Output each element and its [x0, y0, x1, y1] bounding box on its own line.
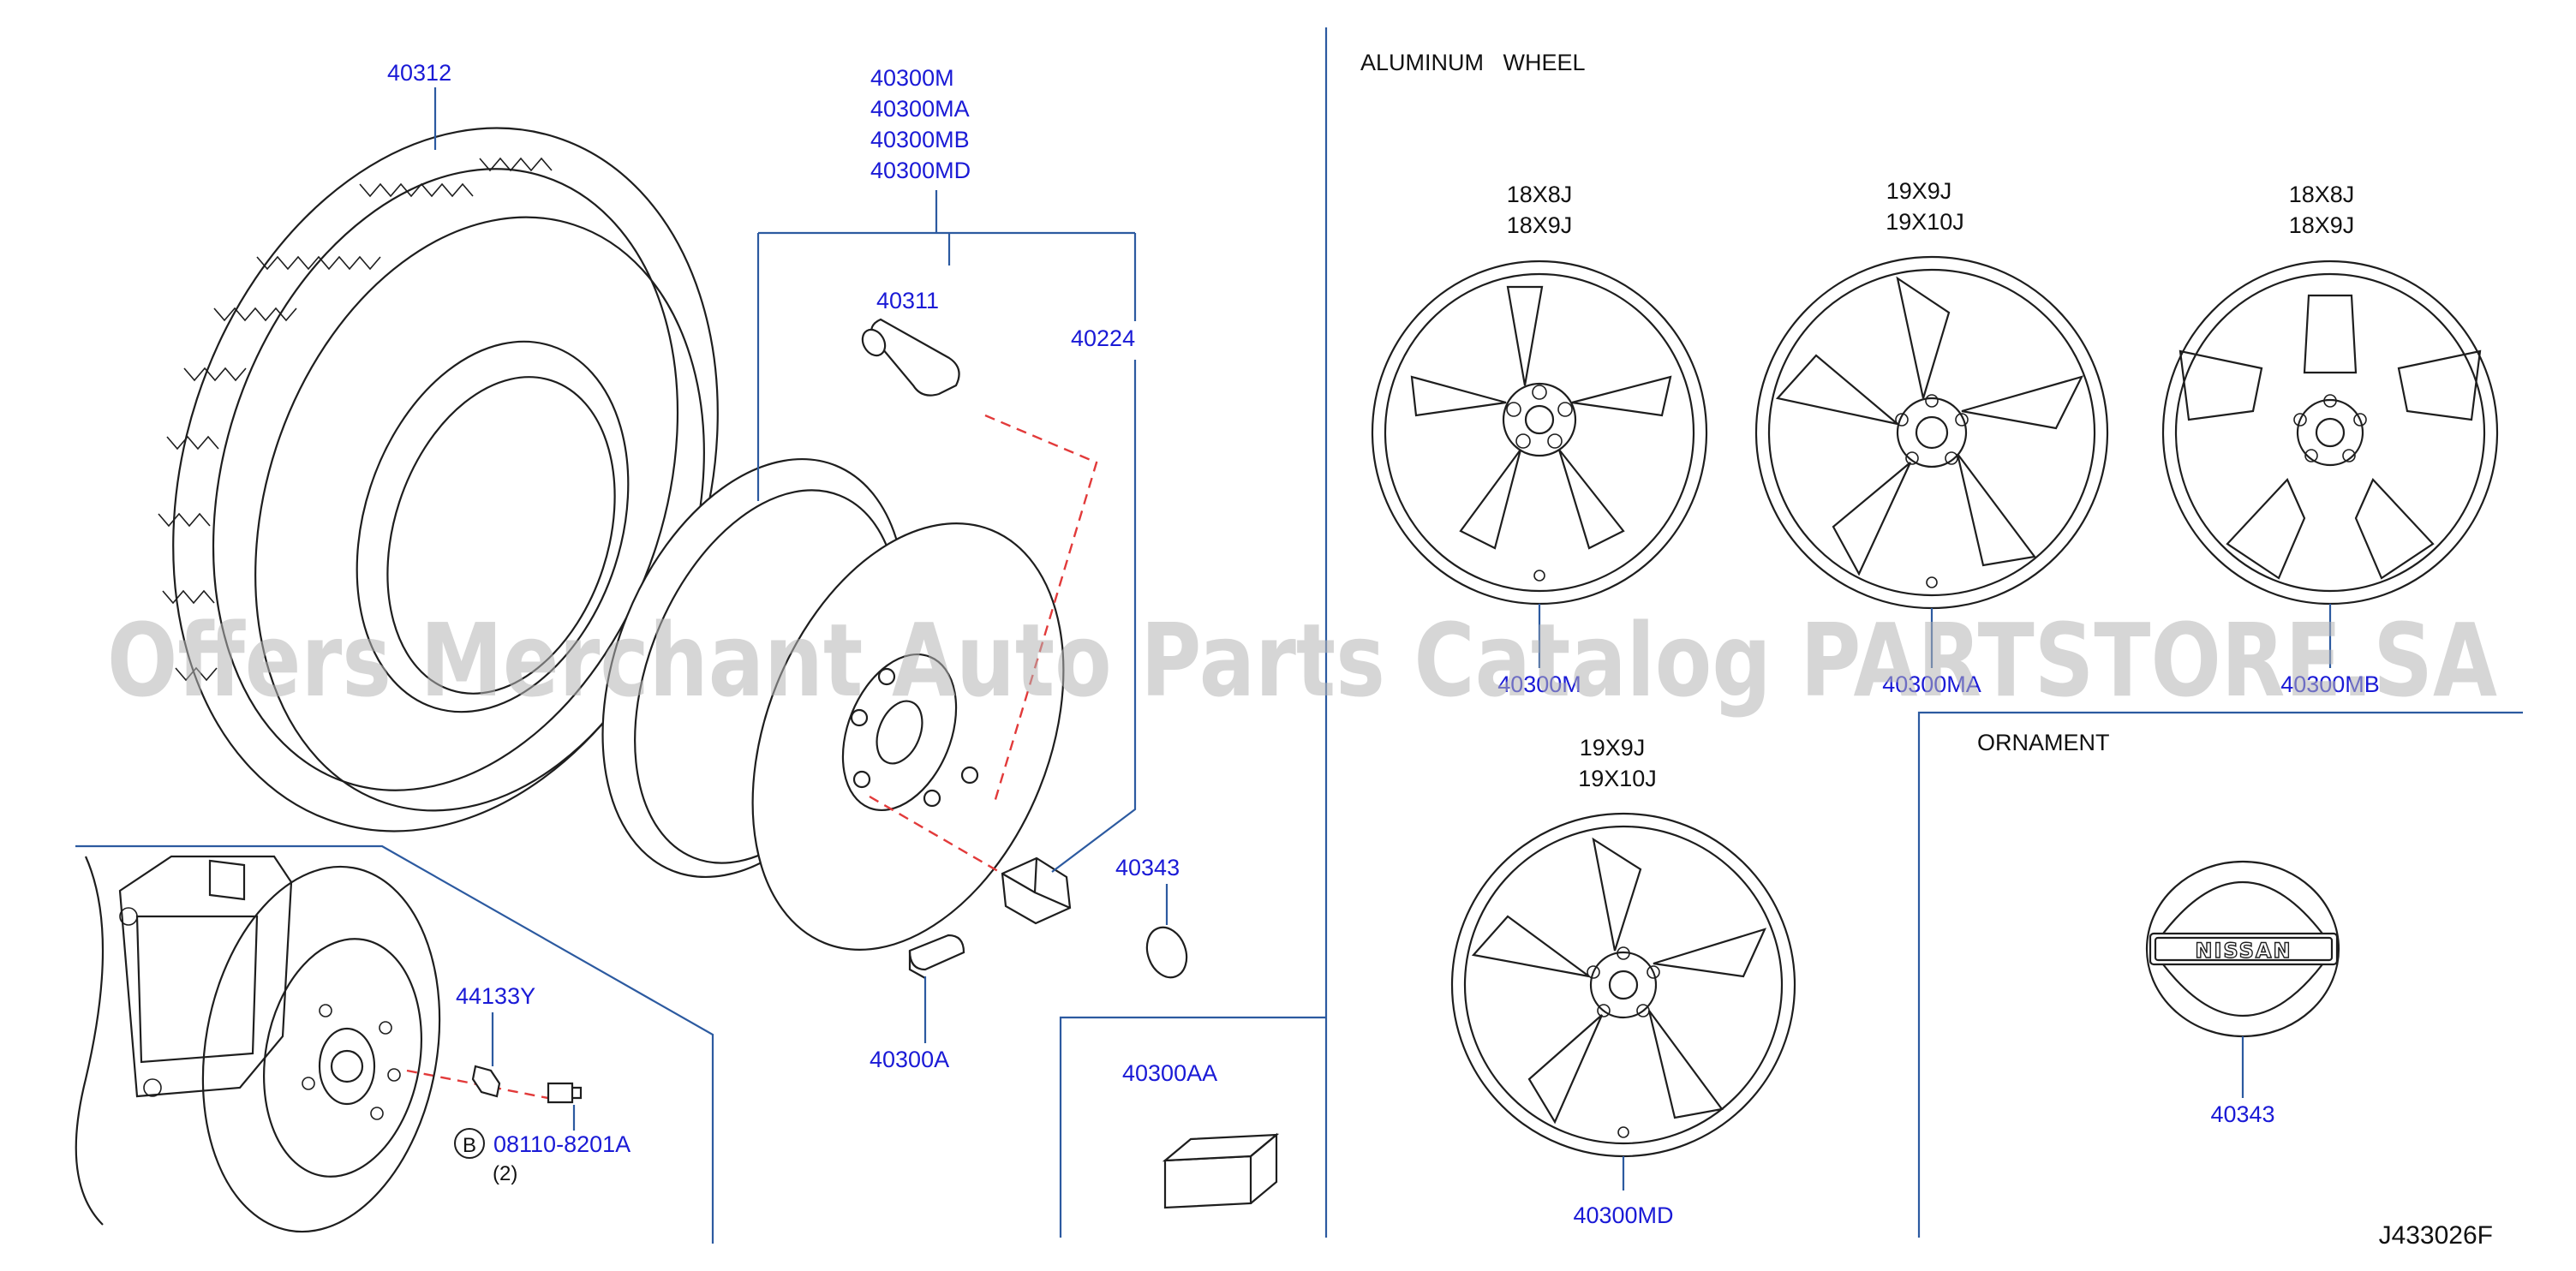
watermark-text: Offers Merchant Auto Parts Catalog PARTS… — [107, 601, 2497, 719]
leader-lines — [433, 87, 2332, 1190]
wheel-mb-size-1: 18X9J — [2289, 212, 2355, 238]
weight-pack-part-number[interactable]: 40300AA — [1122, 1060, 1217, 1086]
wheel-40300mb-drawing — [2161, 260, 2499, 606]
wheel-nut-part-number[interactable]: 40224 — [1071, 325, 1135, 351]
balance-weight-drawing — [908, 934, 965, 979]
wheel-m-part-number[interactable]: 40300M — [1497, 671, 1581, 697]
balance-weight-part-number[interactable]: 40300A — [870, 1047, 949, 1072]
nissan-logo-text: NISSAN — [2195, 939, 2292, 963]
wheel-ma-size-1: 19X10J — [1886, 209, 1964, 235]
wheel-40300md-drawing — [1450, 812, 1796, 1158]
bolt-callout-circle — [454, 1128, 485, 1159]
ornament-emblem-drawing: NISSAN — [2145, 860, 2340, 1038]
wheel-md-size-0: 19X9J — [1580, 735, 1646, 761]
center-cap-drawing — [1145, 926, 1188, 979]
aluminum-wheel-heading: ALUMINUM WHEEL — [1360, 50, 1586, 75]
valve-stem-drawing — [861, 318, 960, 397]
steel-wheel-drawing — [601, 457, 1065, 951]
wheel-m-size-1: 18X9J — [1507, 212, 1573, 238]
wheel-m-size-0: 18X8J — [1507, 182, 1573, 207]
wheel-group-part-number-1[interactable]: 40300MA — [870, 96, 970, 122]
wheel-group-part-number-2[interactable]: 40300MB — [870, 127, 970, 152]
valve-hidden-line — [984, 414, 1098, 806]
wheel-ma-size-0: 19X9J — [1886, 178, 1952, 204]
section-frames — [75, 27, 2523, 1244]
weight-pack-drawing — [1162, 1132, 1280, 1209]
wheel-ma-part-number[interactable]: 40300MA — [1882, 671, 1981, 697]
hub-bolt-part-number[interactable]: 44133Y — [456, 983, 535, 1009]
wheel-mb-part-number[interactable]: 40300MB — [2280, 671, 2380, 697]
wheel-nut-drawing — [1001, 856, 1072, 925]
bolt-part-number[interactable]: 08110-8201A — [493, 1131, 631, 1157]
valve-part-number[interactable]: 40311 — [876, 288, 939, 313]
brake-assembly-drawing — [75, 855, 583, 1233]
wheel-md-part-number[interactable]: 40300MD — [1573, 1202, 1673, 1228]
wheel-40300m-drawing — [1371, 260, 1708, 606]
bolt-quantity: (2) — [493, 1162, 517, 1185]
center-cap-part-number[interactable]: 40343 — [1115, 855, 1180, 880]
nut-hidden-line — [869, 795, 1003, 875]
ornament-part-number[interactable]: 40343 — [2210, 1101, 2274, 1127]
wheel-group-part-number-0[interactable]: 40300M — [870, 65, 954, 91]
bolt-callout-letter: B — [463, 1134, 476, 1157]
wheel-md-size-1: 19X10J — [1578, 766, 1657, 791]
wheel-group-part-number-3[interactable]: 40300MD — [870, 158, 971, 183]
ornament-heading: ORNAMENT — [1977, 730, 2110, 755]
wheel-mb-size-0: 18X8J — [2289, 182, 2355, 207]
tire-part-number[interactable]: 40312 — [387, 60, 451, 86]
diagram-id: J433026F — [2379, 1221, 2493, 1250]
wheel-40300ma-drawing — [1754, 255, 2109, 610]
